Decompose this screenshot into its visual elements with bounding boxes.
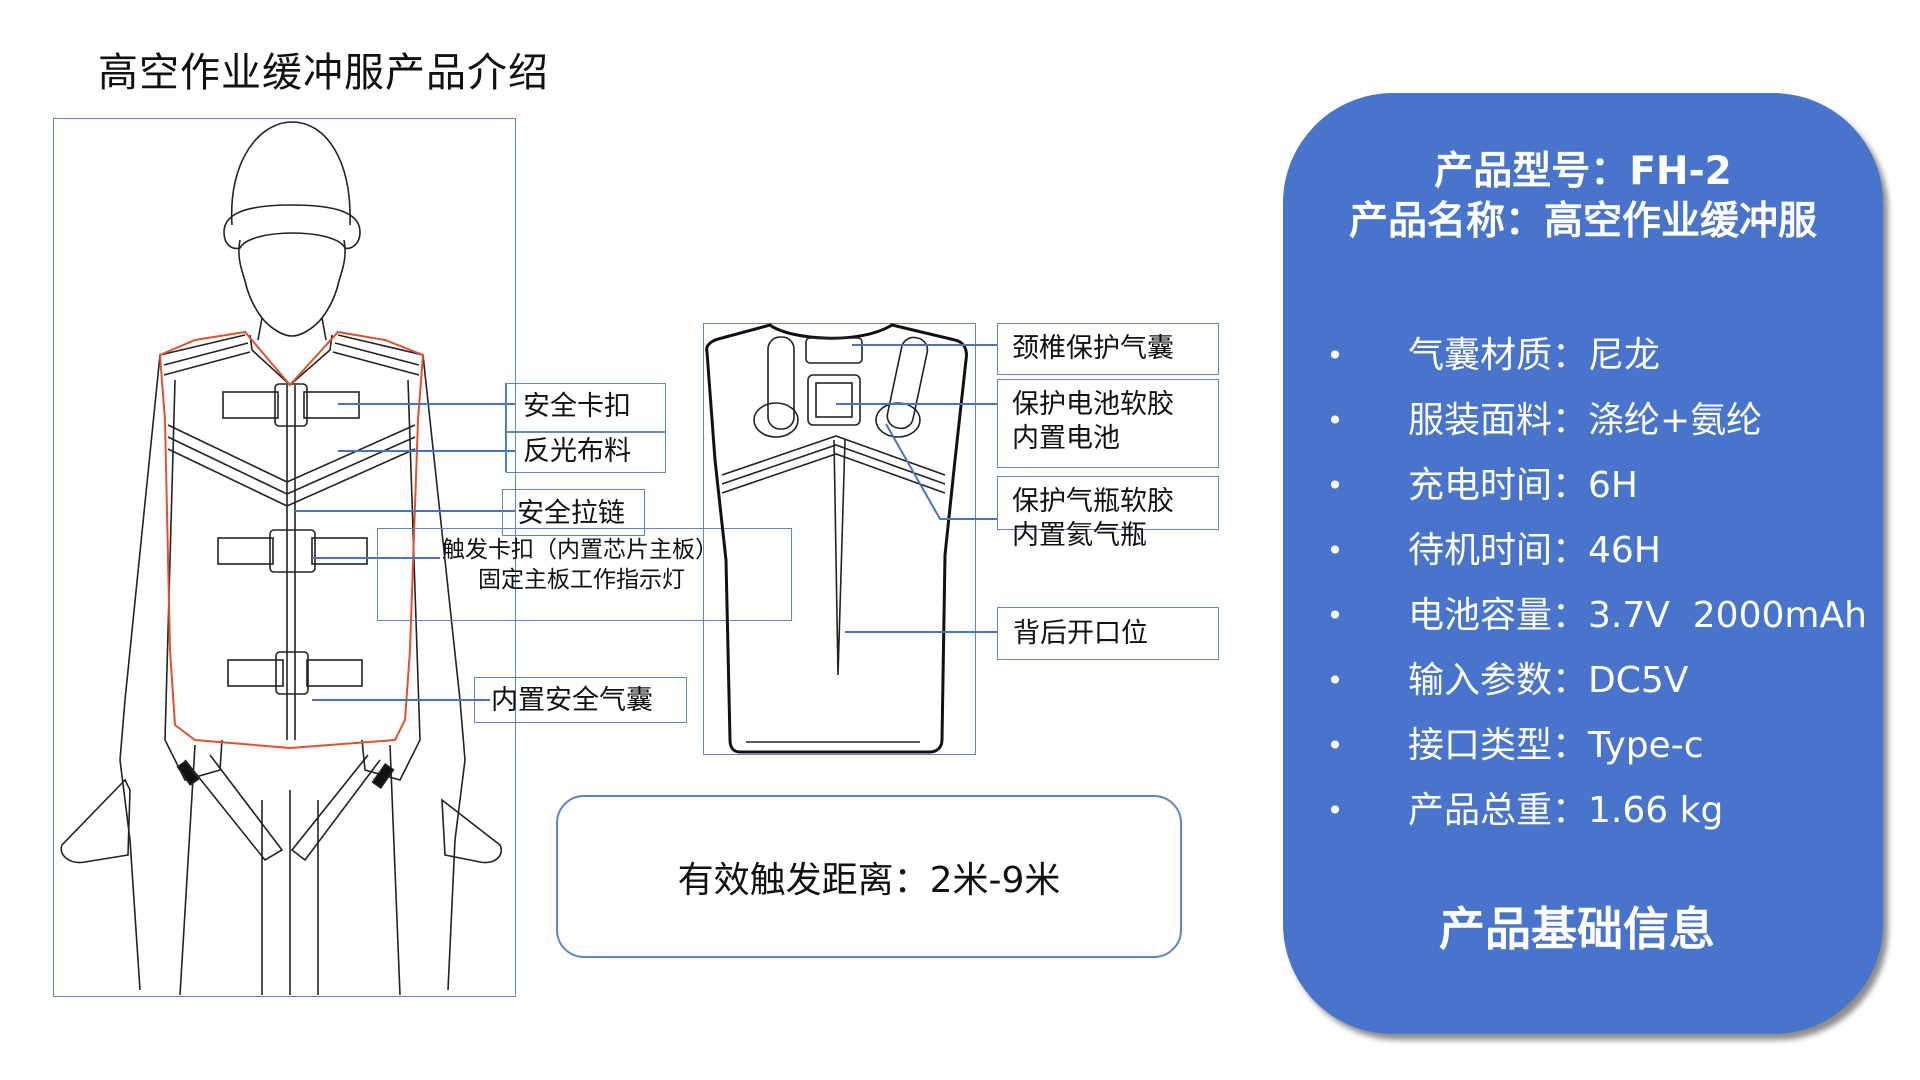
label-trigger-buckle: 触发卡扣（内置芯片主板） 固定主板工作指示灯 [377, 528, 792, 621]
bullet-icon: • [1326, 664, 1344, 697]
trigger-distance-callout: 有效触发距离：2米-9米 [556, 795, 1182, 958]
spec-item: •接口类型：Type-c [1325, 713, 1867, 778]
product-model: 产品型号：FH-2 [1434, 149, 1732, 194]
bullet-icon: • [1326, 599, 1344, 632]
label-safety-zipper: 安全拉链 [502, 489, 645, 536]
spec-item: •服装面料：涤纶+氨纶 [1325, 388, 1867, 453]
label-reflective-fabric: 反光布料 [506, 432, 666, 473]
label-battery-cover: 保护电池软胶 内置电池 [997, 379, 1219, 468]
bullet-icon: • [1326, 404, 1344, 437]
page-title: 高空作业缓冲服产品介绍 [98, 50, 549, 96]
bullet-icon: • [1326, 794, 1344, 827]
product-info-panel: 产品型号：FH-2 产品名称：高空作业缓冲服 •气囊材质：尼龙 •服装面料：涤纶… [1283, 93, 1883, 1034]
spec-item: •气囊材质：尼龙 [1325, 323, 1867, 388]
bullet-icon: • [1326, 729, 1344, 762]
spec-item: •待机时间：46H [1325, 518, 1867, 583]
label-builtin-airbag: 内置安全气囊 [474, 677, 687, 723]
label-gas-cover: 保护气瓶软胶 内置氦气瓶 [997, 476, 1219, 551]
back-view-figure-frame [703, 323, 976, 755]
bullet-icon: • [1326, 469, 1344, 502]
spec-list: •气囊材质：尼龙 •服装面料：涤纶+氨纶 •充电时间：6H •待机时间：46H … [1325, 323, 1867, 843]
front-view-figure-frame [53, 118, 516, 997]
info-panel-footer: 产品基础信息 [1439, 902, 1715, 956]
spec-item: •产品总重：1.66 kg [1325, 778, 1867, 843]
label-safety-buckle: 安全卡扣 [506, 383, 666, 432]
product-name: 产品名称：高空作业缓冲服 [1348, 199, 1817, 244]
spec-item: •输入参数：DC5V [1325, 648, 1867, 713]
spec-item: •充电时间：6H [1325, 453, 1867, 518]
bullet-icon: • [1326, 534, 1344, 567]
spec-item: •电池容量：3.7V 2000mAh [1325, 583, 1867, 648]
label-back-opening: 背后开口位 [997, 607, 1219, 660]
bullet-icon: • [1326, 339, 1344, 372]
info-panel-header: 产品型号：FH-2 产品名称：高空作业缓冲服 [1283, 147, 1883, 247]
label-neck-airbag: 颈椎保护气囊 [997, 323, 1219, 375]
trigger-distance-text: 有效触发距离：2米-9米 [677, 859, 1061, 901]
